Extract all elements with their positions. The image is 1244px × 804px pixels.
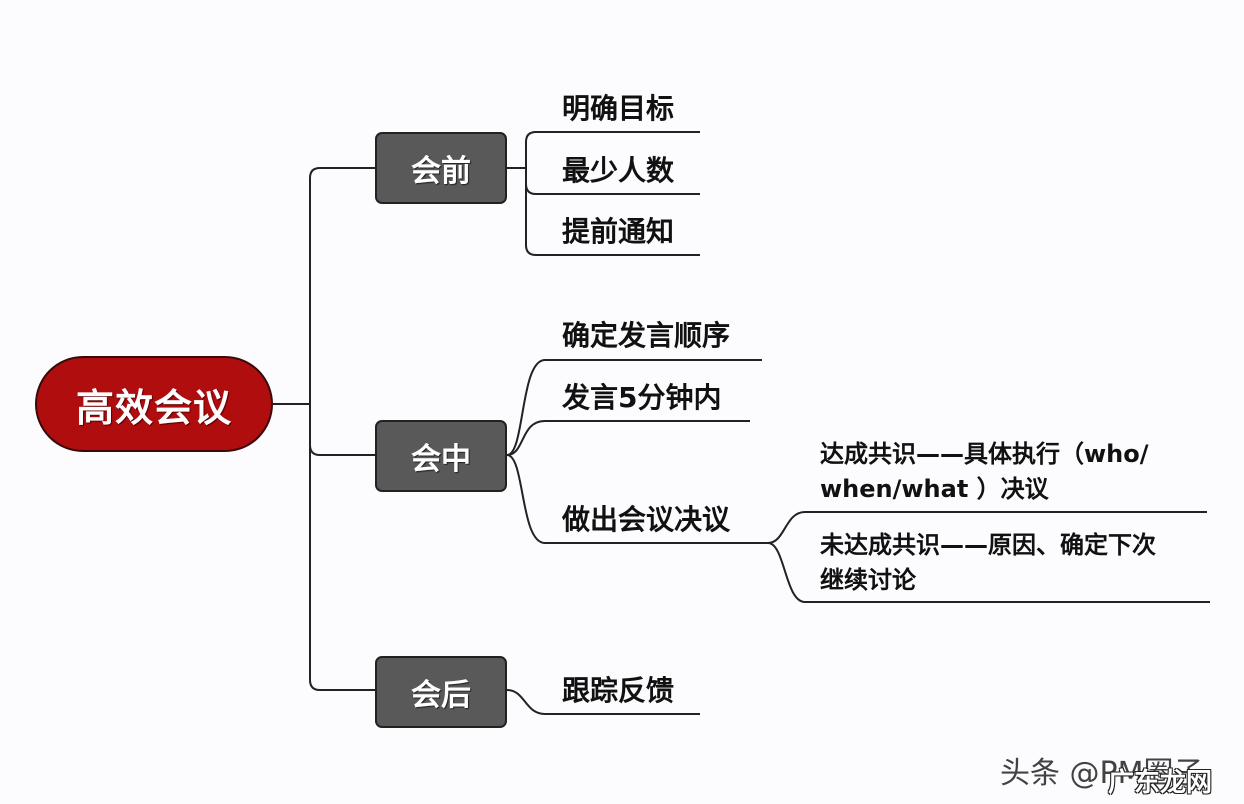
branch-node-before[interactable]: 会前	[375, 132, 507, 204]
leaf-node[interactable]: 提前通知	[562, 215, 675, 248]
sub-node-no-consensus[interactable]: 未达成共识——原因、确定下次 继续讨论	[820, 528, 1156, 598]
root-label: 高效会议	[75, 385, 232, 430]
leaf-node[interactable]: 发言5分钟内	[562, 381, 722, 414]
watermark-overlay: 广东龙网	[1108, 768, 1213, 798]
sub-line: 达成共识——具体执行（who/	[820, 440, 1149, 468]
branch-label: 会中	[411, 442, 471, 477]
leaf-node[interactable]: 确定发言顺序	[562, 319, 731, 352]
leaf-node[interactable]: 最少人数	[562, 154, 675, 187]
sub-line: when/what ）决议	[820, 475, 1049, 503]
leaf-node-resolution[interactable]: 做出会议决议	[562, 503, 731, 536]
sub-line: 继续讨论	[820, 566, 916, 594]
watermark: 头条 @PM圈子	[1000, 756, 1204, 791]
sub-node-consensus[interactable]: 达成共识——具体执行（who/ when/what ）决议	[820, 437, 1149, 507]
branch-node-after[interactable]: 会后	[375, 656, 507, 728]
branch-label: 会前	[411, 154, 471, 189]
root-node[interactable]: 高效会议	[35, 356, 273, 452]
branch-label: 会后	[411, 678, 471, 713]
sub-line: 未达成共识——原因、确定下次	[820, 531, 1156, 559]
leaf-node[interactable]: 明确目标	[562, 92, 675, 125]
leaf-node[interactable]: 跟踪反馈	[562, 674, 675, 707]
branch-node-during[interactable]: 会中	[375, 420, 507, 492]
